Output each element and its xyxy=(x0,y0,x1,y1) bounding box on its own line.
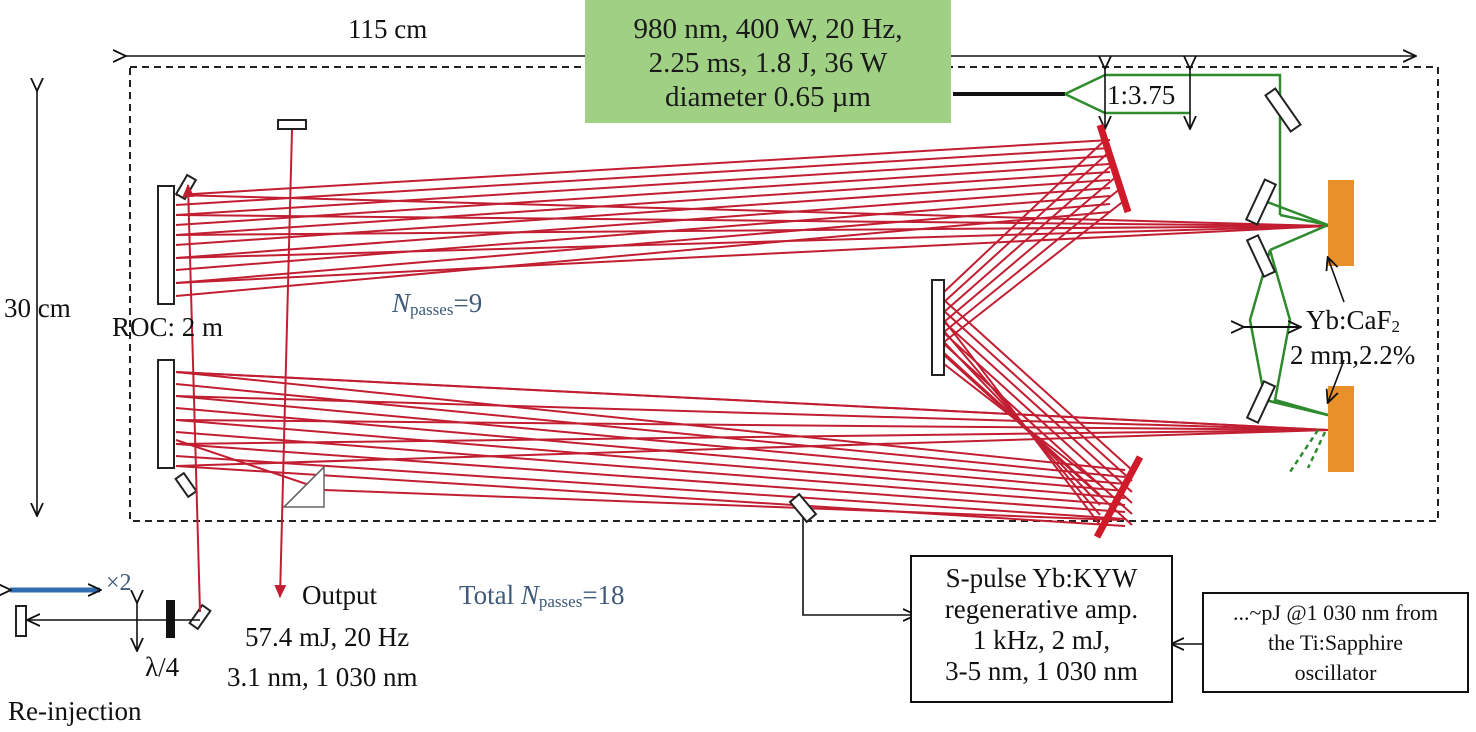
regen-line-3: 1 kHz, 2 mJ, xyxy=(972,625,1111,655)
beam-segment xyxy=(175,431,1126,506)
yb-caf2-crystal-upper xyxy=(1328,180,1354,266)
beam-segment xyxy=(175,171,1111,236)
total-passes-label: Total Npasses=18 xyxy=(459,580,625,611)
roc-label: ROC: 2 m xyxy=(112,312,224,342)
beam-segment xyxy=(323,489,1121,521)
pump-line-1: 980 nm, 400 W, 20 Hz, xyxy=(633,13,903,45)
width-label: 30 cm xyxy=(4,293,71,323)
beam-segment xyxy=(175,419,1329,431)
injection-path xyxy=(802,518,915,615)
beam-segment xyxy=(175,439,325,491)
beam-segment xyxy=(943,139,1106,293)
beam-segment xyxy=(175,455,1126,520)
beam-segment xyxy=(943,199,1126,343)
beam-segment xyxy=(175,139,1111,196)
beam-segment xyxy=(943,163,1114,313)
passes-label: Npasses=9 xyxy=(392,288,483,319)
beam-segment xyxy=(175,371,1329,431)
beam-segment xyxy=(175,163,1111,226)
beam-segment xyxy=(943,321,1133,493)
beam-segment xyxy=(175,203,1111,284)
pump-line-3: diameter 0.65 µm xyxy=(665,81,871,113)
turning-mirror-center xyxy=(931,279,945,376)
beam-segment xyxy=(175,211,1111,297)
beam-segment xyxy=(943,187,1122,333)
seed-line-3: oscillator xyxy=(1294,660,1377,685)
seed-oscillator-box: ...~pJ @1 030 nm from the Ti:Sapphire os… xyxy=(1202,592,1469,693)
regen-line-2: regenerative amp. xyxy=(944,594,1139,624)
output-beam xyxy=(274,129,293,598)
beam-segment xyxy=(175,225,1329,236)
crystal-pointer xyxy=(1328,258,1345,303)
beam-segment xyxy=(175,225,1329,284)
beam-segment xyxy=(175,194,1329,227)
regen-line-1: S-pulse Yb:KYW xyxy=(945,563,1138,593)
beam-segment xyxy=(175,429,1329,445)
beam-segment xyxy=(175,429,1329,467)
output-title: Output xyxy=(302,580,378,610)
seed-line-1: ...~pJ @1 030 nm from xyxy=(1232,600,1439,625)
output-line-1: 57.4 mJ, 20 Hz xyxy=(245,622,410,652)
regen-amp-box: S-pulse Yb:KYW regenerative amp. 1 kHz, … xyxy=(910,555,1173,703)
length-label: 115 cm xyxy=(348,14,428,44)
crystal-name-label: Yb:CaF2 xyxy=(1306,305,1401,336)
pump-line-2: 2.25 ms, 1.8 J, 36 W xyxy=(648,47,888,79)
crystal-pointer-lower xyxy=(1328,359,1345,402)
beam-segment xyxy=(175,214,1329,227)
beam-segment xyxy=(175,395,1329,431)
fold-mirror-lower xyxy=(1093,455,1144,539)
injection-beam xyxy=(182,184,201,613)
times-two-label: ×2 xyxy=(106,570,132,596)
beam-segment xyxy=(943,151,1110,303)
quarter-wave-plate xyxy=(166,600,175,638)
yb-caf2-crystal-lower xyxy=(1328,386,1354,472)
optical-mirrors xyxy=(15,87,1302,637)
beam-segment xyxy=(175,195,1111,271)
fold-mirror-upper xyxy=(1096,123,1132,214)
output-line-2: 3.1 nm, 1 030 nm xyxy=(227,662,418,692)
beam-segment xyxy=(175,395,1126,485)
pump-spec-box: 980 nm, 400 W, 20 Hz, 2.25 ms, 1.8 J, 36… xyxy=(585,0,951,123)
beam-segment xyxy=(175,383,1126,478)
roc-mirror-lower xyxy=(157,359,175,469)
beam-segment xyxy=(175,371,1126,471)
waveplate-label: λ/4 xyxy=(145,652,180,682)
beam-segment xyxy=(175,147,1111,206)
beam-segment xyxy=(943,310,1133,482)
beam-segment xyxy=(175,225,1329,259)
beam-segment xyxy=(943,343,1133,515)
beam-segment xyxy=(175,187,1111,259)
regen-line-4: 3-5 nm, 1 030 nm xyxy=(945,656,1138,686)
beam-segment xyxy=(175,155,1111,216)
beam-segment xyxy=(943,175,1118,323)
beam-segment xyxy=(175,465,1126,527)
roc-mirror-upper xyxy=(157,185,175,305)
beam-segment xyxy=(175,419,1126,499)
seed-line-2: the Ti:Sapphire xyxy=(1267,630,1404,655)
multipass-beam-paths xyxy=(175,139,1329,527)
reinjection-label: Re-injection xyxy=(8,696,142,726)
beam-segment xyxy=(175,443,1126,513)
beam-segment xyxy=(943,299,1133,471)
crystal-spec-label: 2 mm,2.2% xyxy=(1290,340,1416,370)
pump-optics xyxy=(953,68,1333,473)
telescope-ratio-label: 1:3.75 xyxy=(1107,80,1176,110)
